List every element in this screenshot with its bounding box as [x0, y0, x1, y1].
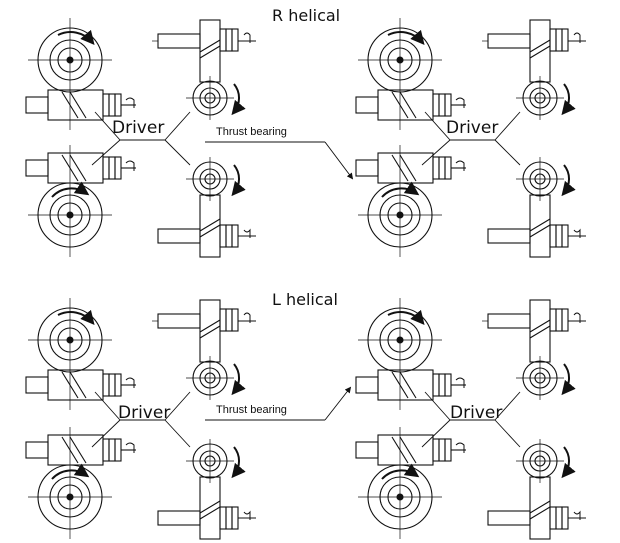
r-helical-section	[26, 18, 586, 257]
worm-wheel-icon	[26, 145, 136, 257]
driver-label: Driver	[450, 403, 503, 423]
worm-wheel-icon	[26, 427, 136, 539]
worm-wheel-icon	[26, 18, 136, 130]
driver-label: Driver	[446, 118, 499, 138]
worm-shaft-icon	[482, 20, 586, 120]
worm-wheel-icon	[356, 427, 466, 539]
worm-wheel-icon	[356, 145, 466, 257]
driver-connector	[91, 111, 191, 166]
l-helical-section	[26, 298, 586, 539]
thrust-bearing-leader	[205, 141, 354, 180]
worm-shaft-icon	[482, 300, 586, 400]
worm-shaft-icon	[152, 20, 256, 120]
worm-wheel-icon	[356, 298, 466, 410]
thrust-bearing-leader	[205, 386, 352, 421]
driver-connector	[421, 391, 521, 448]
section-title-r-helical: R helical	[272, 6, 341, 25]
worm-shaft-icon	[158, 439, 256, 539]
thrust-bearing-label: Thrust bearing	[216, 404, 287, 416]
driver-connector	[421, 111, 521, 166]
worm-shaft-icon	[488, 439, 586, 539]
thrust-bearing-label: Thrust bearing	[216, 126, 287, 138]
driver-connector	[91, 391, 191, 448]
worm-shaft-icon	[152, 300, 256, 400]
section-title-l-helical: L helical	[272, 290, 338, 309]
worm-shaft-icon	[488, 157, 586, 257]
driver-label: Driver	[112, 118, 165, 138]
worm-wheel-icon	[26, 298, 136, 410]
worm-shaft-icon	[158, 157, 256, 257]
worm-wheel-icon	[356, 18, 466, 130]
driver-label: Driver	[118, 403, 171, 423]
